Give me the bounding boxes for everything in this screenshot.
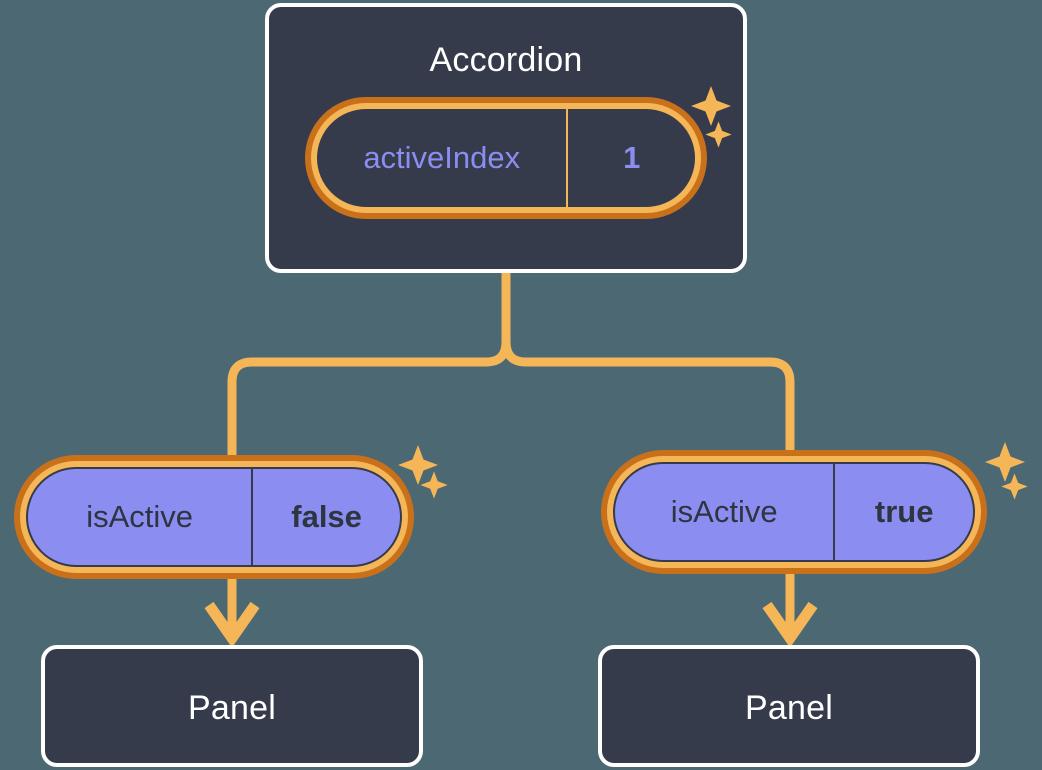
arrow-down-icon-left [204,601,260,648]
state-pill-ring: isActive false [20,461,408,573]
sparkle-icon [1001,473,1028,500]
sparkle-icon [985,442,1025,482]
state-key-label: isActive [86,499,193,534]
state-value-label: 1 [566,109,695,207]
state-key-label: isActive [670,494,778,529]
state-key-label: activeIndex [363,140,521,175]
accordion-node-title: Accordion [429,41,583,79]
panel-node-right-title: Panel [745,689,833,727]
state-value-label: false [251,469,400,565]
state-pill-body: isActive true [613,462,975,562]
state-pill-ring: isActive true [607,456,981,568]
state-pill-is-active-right[interactable]: isActive true [601,450,987,574]
state-pill-body: isActive false [26,467,402,567]
state-pill-body: activeIndex 1 [317,109,695,207]
arrow-down-icon-right [762,601,818,648]
state-pill-is-active-left[interactable]: isActive false [14,455,414,579]
state-value-label: true [833,464,973,560]
state-pill-active-index[interactable]: activeIndex 1 [305,97,707,219]
state-pill-ring: activeIndex 1 [311,103,701,213]
sparkle-icon [420,471,448,499]
panel-node-left-title: Panel [188,689,276,727]
panel-node-right[interactable]: Panel [598,645,980,767]
panel-node-left[interactable]: Panel [41,645,423,767]
edge-root-to-left [227,267,511,467]
edge-root-to-right [501,267,795,467]
